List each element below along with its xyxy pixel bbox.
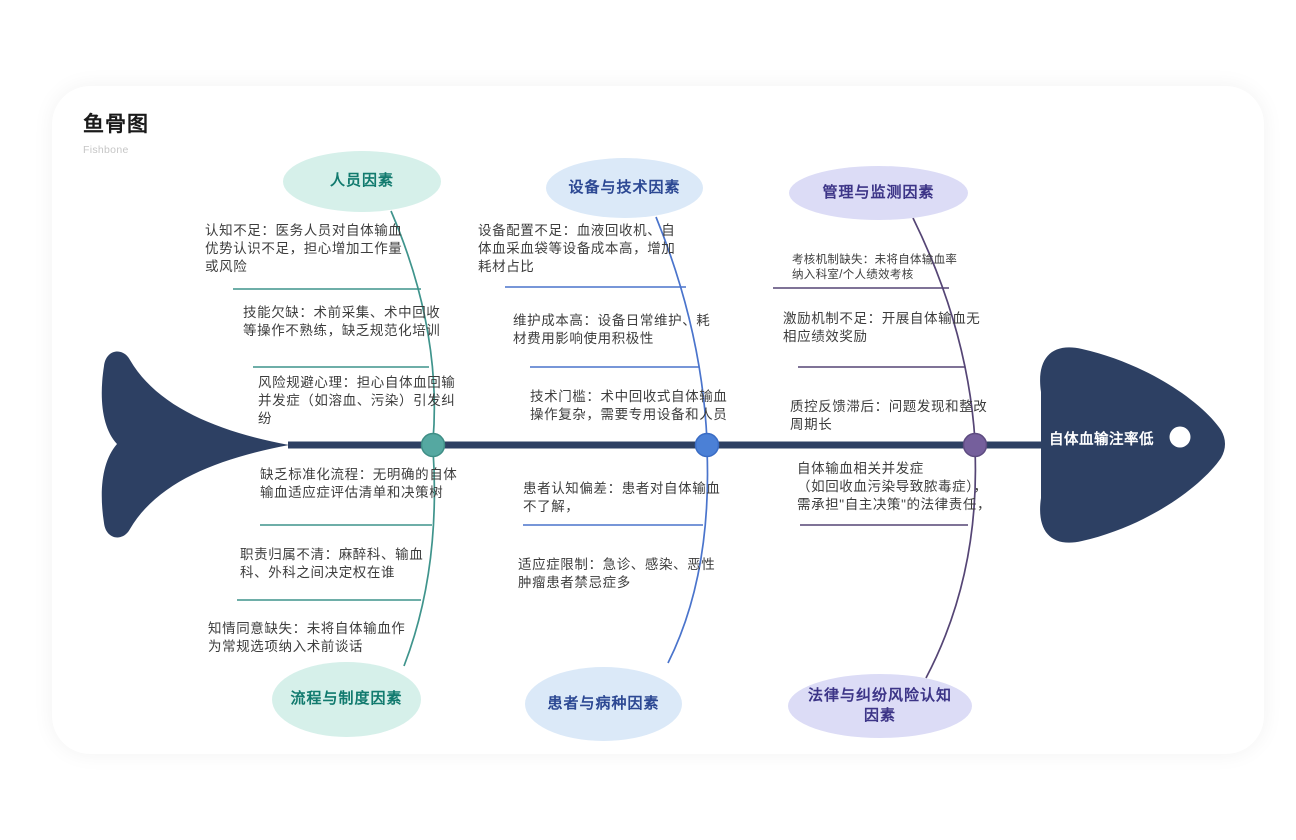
- cause-item[interactable]: 激励机制不足：开展自体输血无 相应绩效奖励: [783, 311, 981, 344]
- branch-line-personnel: [390, 210, 436, 442]
- category-bubble-patient[interactable]: 患者与病种因素: [525, 667, 682, 741]
- fish-eye-icon: [1169, 426, 1191, 448]
- cause-item[interactable]: 缺乏标准化流程：无明确的自体 输血适应症评估清单和决策树: [260, 467, 458, 500]
- branch-line-process: [403, 448, 436, 667]
- cause-item[interactable]: 设备配置不足：血液回收机、自 体血采血袋等设备成本高，增加 耗材占比: [478, 223, 676, 274]
- cause-item[interactable]: 知情同意缺失：未将自体输血作 为常规选项纳入术前谈话: [208, 621, 406, 654]
- title-block: 鱼骨图 Fishbone: [83, 108, 149, 156]
- effect-label[interactable]: 自体血输注率低: [1049, 432, 1154, 448]
- branch-line-patient: [667, 448, 709, 664]
- branch-line-equipment: [655, 216, 708, 442]
- branch-line-management: [912, 217, 976, 442]
- category-bubble-process[interactable]: 流程与制度因素: [272, 662, 421, 737]
- fish-tail: [101, 351, 290, 538]
- cause-item[interactable]: 风险规避心理：担心自体血回输 并发症（如溶血、污染）引发纠 纷: [258, 375, 456, 426]
- category-bubble-personnel[interactable]: 人员因素: [283, 151, 441, 212]
- category-bubble-equipment[interactable]: 设备与技术因素: [546, 158, 703, 218]
- cause-item[interactable]: 技能欠缺：术前采集、术中回收 等操作不熟练，缺乏规范化培训: [243, 305, 441, 338]
- cause-item[interactable]: 质控反馈滞后：问题发现和整改 周期长: [790, 399, 988, 432]
- cause-item[interactable]: 维护成本高：设备日常维护、耗 材费用影响使用积极性: [513, 313, 711, 346]
- page-title: 鱼骨图: [83, 113, 149, 136]
- fish-head[interactable]: [1040, 347, 1225, 543]
- category-bubble-management[interactable]: 管理与监测因素: [789, 166, 968, 220]
- cause-item[interactable]: 自体输血相关并发症 （如回收血污染导致脓毒症）， 需承担"自主决策"的法律责任，: [797, 461, 992, 512]
- category-bubble-legal[interactable]: 法律与纠纷风险认知因素: [788, 674, 972, 738]
- spine-node-blue[interactable]: [694, 432, 720, 458]
- cause-item[interactable]: 考核机制缺失：未将自体输血率 纳入科室/个人绩效考核: [792, 254, 958, 281]
- cause-item[interactable]: 适应症限制：急诊、感染、恶性 肿瘤患者禁忌症多: [518, 557, 716, 590]
- cause-item[interactable]: 职责归属不清：麻醉科、输血 科、外科之间决定权在谁: [240, 547, 424, 580]
- branch-line-legal: [925, 448, 977, 679]
- cause-item[interactable]: 患者认知偏差：患者对自体输血 不了解，: [523, 481, 721, 514]
- cause-item[interactable]: 技术门槛：术中回收式自体输血 操作复杂，需要专用设备和人员: [530, 389, 728, 422]
- spine-node-teal[interactable]: [420, 432, 446, 458]
- page-subtitle: Fishbone: [83, 144, 129, 156]
- cause-item[interactable]: 认知不足：医务人员对自体输血 优势认识不足，担心增加工作量 或风险: [205, 223, 403, 274]
- spine-node-purple[interactable]: [962, 432, 988, 458]
